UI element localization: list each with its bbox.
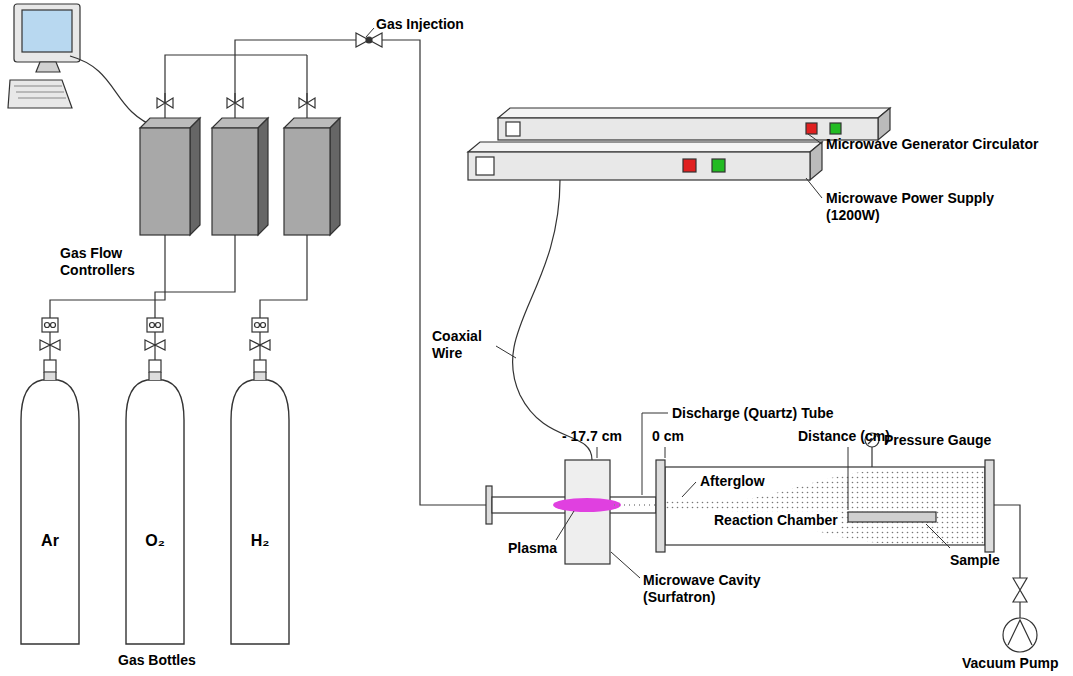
callout-label: Gas Bottles [118,652,196,669]
bottle-outline [125,372,185,645]
callout-label: Vacuum Pump [962,655,1058,672]
callout-label: Distance (cm) [798,428,890,445]
leader-lines [366,28,950,578]
bottle-neck [254,372,266,380]
bottle-gas-name: Ar [20,532,80,550]
bottle-regulators [40,318,270,372]
bottle-body [21,380,79,644]
callout-label: Microwave Generator Circulator [826,136,1038,153]
gas-bottle: O₂ [125,372,185,645]
bottle-body [231,380,289,644]
callout-label: - 17.7 cm [562,428,622,445]
gas-flow-controllers [140,118,340,235]
callout-label: Microwave Cavity (Surfatron) [643,572,778,606]
callout-label: Gas Injection [376,16,464,33]
bottle-body [126,380,184,644]
callout-label: Coaxial Wire [432,328,494,362]
callout-label: Discharge (Quartz) Tube [672,405,834,422]
discharge-tube [486,460,656,564]
computer [8,4,158,128]
reaction-chamber [656,460,994,552]
callout-label: Plasma [508,540,557,557]
callout-label: Pressure Gauge [884,432,991,449]
bottle-neck [44,372,56,380]
callout-label: Gas Flow Controllers [60,245,160,279]
bottle-neck [149,372,161,380]
callout-label: Reaction Chamber [712,512,840,529]
bottle-outline [20,372,80,645]
callout-label: 0 cm [652,428,684,445]
vacuum-line [994,505,1037,652]
gas-bottle: Ar [20,372,80,645]
callout-label: Microwave Power Supply (1200W) [826,190,1011,224]
callout-label: Afterglow [698,473,767,490]
callout-label: Sample [950,552,1000,569]
coaxial-wire [513,180,592,460]
bottle-gas-name: H₂ [230,532,290,550]
gas-bottle: H₂ [230,372,290,645]
bottle-outline [230,372,290,645]
bottle-gas-name: O₂ [125,532,185,550]
